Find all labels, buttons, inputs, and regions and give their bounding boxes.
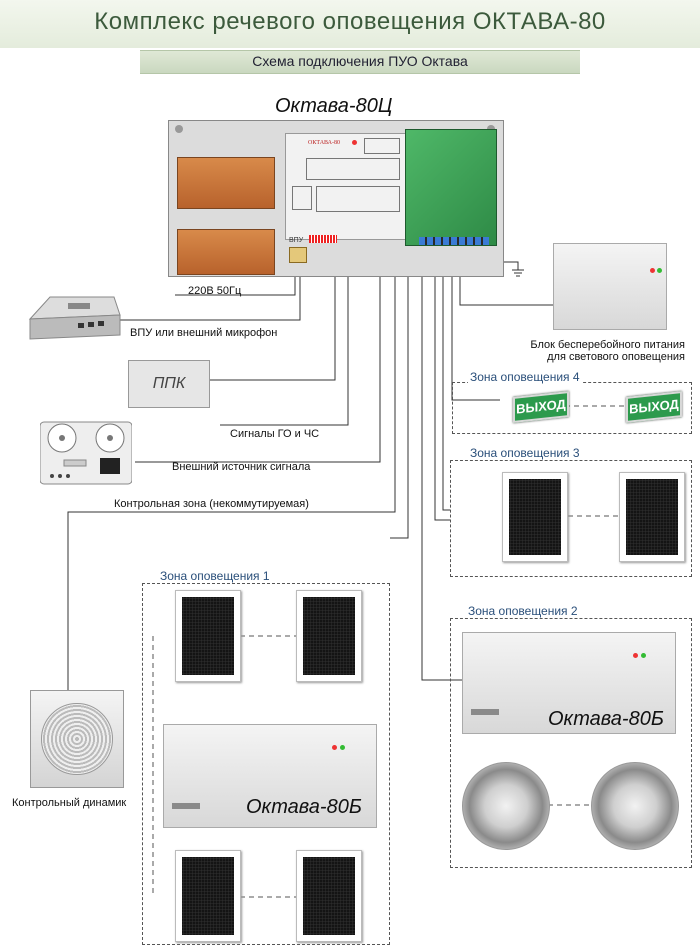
zone-2-label: Зона оповещения 2 xyxy=(466,604,580,618)
main-unit-cabinet: ОКТАВА-80 ВПУ xyxy=(168,120,504,277)
led-red xyxy=(633,653,638,658)
page-title: Комплекс речевого оповещения ОКТАВА-80 xyxy=(94,8,606,35)
ups-unit xyxy=(553,243,667,330)
page-subtitle: Схема подключения ПУО Октава xyxy=(252,53,468,69)
zone-1-label: Зона оповещения 1 xyxy=(158,569,272,583)
status-led xyxy=(352,140,357,145)
wire-power xyxy=(175,268,296,296)
mount-hole xyxy=(175,125,183,133)
wire-vpu xyxy=(120,268,301,321)
ppk-box: ППК xyxy=(128,360,210,408)
wall-speaker xyxy=(175,590,241,682)
led-red xyxy=(332,745,337,750)
zone-1 xyxy=(142,583,390,945)
wall-speaker xyxy=(175,850,241,942)
led-green xyxy=(641,653,646,658)
wire-external-source xyxy=(135,250,381,463)
power-indicator-block xyxy=(364,138,400,154)
wire-control-zone xyxy=(67,245,396,690)
wall-speaker xyxy=(619,472,685,562)
amplifier-zone1 xyxy=(163,724,377,828)
zone-4-label: Зона оповещения 4 xyxy=(468,370,582,384)
wire-zone1 xyxy=(390,245,409,539)
title-band xyxy=(0,0,700,48)
device-status-block xyxy=(306,158,400,180)
power-terminal xyxy=(289,247,307,263)
wall-speaker xyxy=(296,590,362,682)
control-speaker xyxy=(30,690,124,788)
external-source-label: Внешний источник сигнала xyxy=(172,461,311,473)
battery-1 xyxy=(177,157,275,209)
output-terminals xyxy=(419,237,489,245)
wire-go-chs xyxy=(220,250,349,426)
amplifier-zone2-model: Октава-80Б xyxy=(548,708,664,730)
power-label: 220В 50Гц xyxy=(188,285,242,297)
wire-zone3-a xyxy=(434,245,450,521)
control-speaker-label: Контрольный динамик xyxy=(12,797,127,809)
wall-speaker xyxy=(296,850,362,942)
dip-switches xyxy=(309,235,337,243)
zone-3-label: Зона оповещения 3 xyxy=(468,446,582,460)
zone-switch-block xyxy=(316,186,400,212)
wire-zone3-b xyxy=(442,245,450,511)
ups-label: Блок бесперебойного питания для световог… xyxy=(530,339,685,363)
main-unit-model-label: Октава-80Ц xyxy=(275,95,393,117)
tape-recorder xyxy=(40,421,132,485)
led-green xyxy=(657,268,662,273)
zone-2 xyxy=(450,618,692,868)
ppk-label: ППК xyxy=(152,375,186,392)
vpu-tag: ВПУ xyxy=(289,237,304,244)
led-green xyxy=(340,745,345,750)
amplifier-zone2 xyxy=(462,632,676,734)
wire-zone2 xyxy=(421,245,462,681)
nameplate xyxy=(172,803,200,809)
zone-3 xyxy=(450,460,692,577)
panel-brand: ОКТАВА-80 xyxy=(308,140,340,146)
ceiling-speaker xyxy=(591,762,679,850)
ceiling-speaker xyxy=(462,762,550,850)
led-red xyxy=(650,268,655,273)
battery-2 xyxy=(177,229,275,275)
wire-ground xyxy=(500,261,519,270)
wire-ppk xyxy=(210,250,336,381)
amplifier-zone1-model: Октава-80Б xyxy=(246,796,362,818)
control-zone-label: Контрольная зона (некоммутируемая) xyxy=(114,498,309,510)
mode-block xyxy=(292,186,312,210)
vpu-console xyxy=(28,296,121,340)
vpu-label: ВПУ или внешний микрофон xyxy=(130,327,278,339)
circuit-board xyxy=(405,129,497,246)
subtitle-band xyxy=(140,50,580,74)
wall-speaker xyxy=(502,472,568,562)
speaker-grille xyxy=(41,703,113,775)
front-panel: ОКТАВА-80 xyxy=(285,133,407,240)
nameplate xyxy=(471,709,499,715)
go-chs-label: Сигналы ГО и ЧС xyxy=(230,428,320,440)
